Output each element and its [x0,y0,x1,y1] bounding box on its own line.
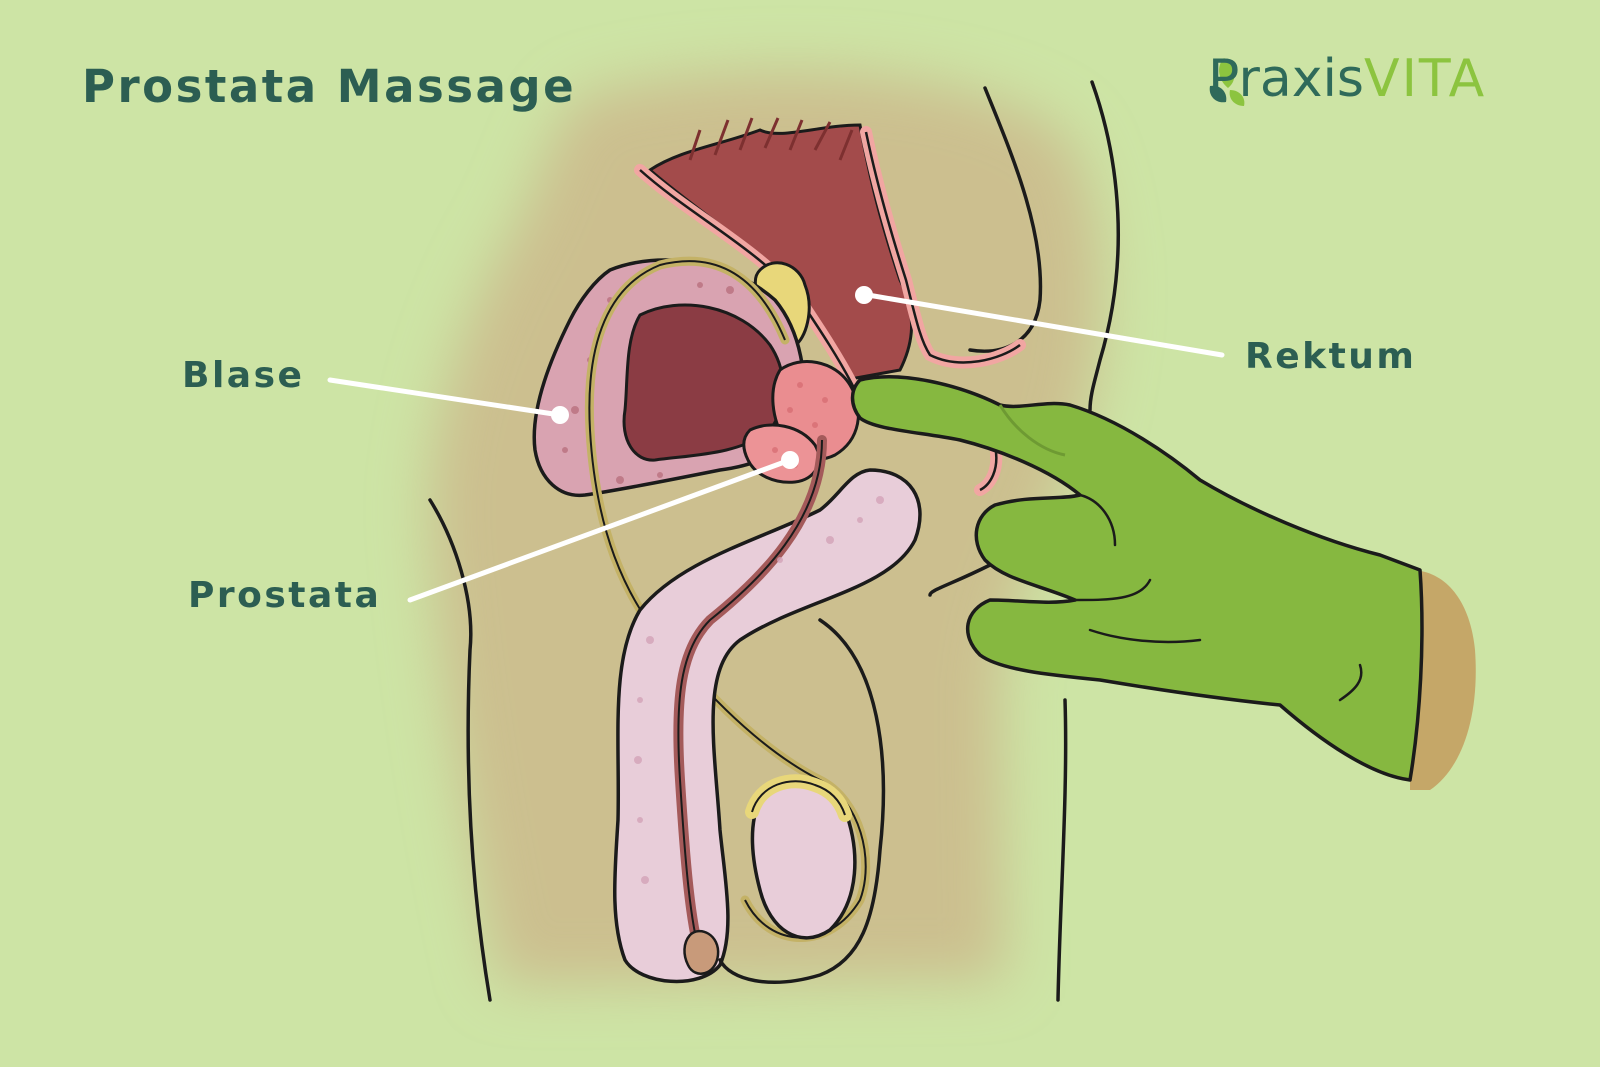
gloved-hand [850,375,1476,790]
label-leaders [327,292,1225,603]
dot-rektum [855,286,873,304]
brand-name-part2: VITA [1364,49,1487,109]
penis [613,435,922,984]
rectum [634,117,1026,496]
label-prostata: Prostata [188,575,382,616]
leader-prostata [407,457,793,603]
scrotum-outline [718,618,886,984]
brand-leaf-icon [1209,58,1245,106]
leader-rektum [865,292,1225,358]
dot-prostata [781,451,799,469]
page-title: Prostata Massage [82,60,577,113]
testicle [745,774,857,940]
brand-name-part1: Praxis [1208,49,1364,109]
leader-blase [327,377,563,418]
label-blase: Blase [182,355,305,396]
label-rektum: Rektum [1245,336,1417,377]
dot-blase [551,406,569,424]
label-dots [551,286,873,469]
